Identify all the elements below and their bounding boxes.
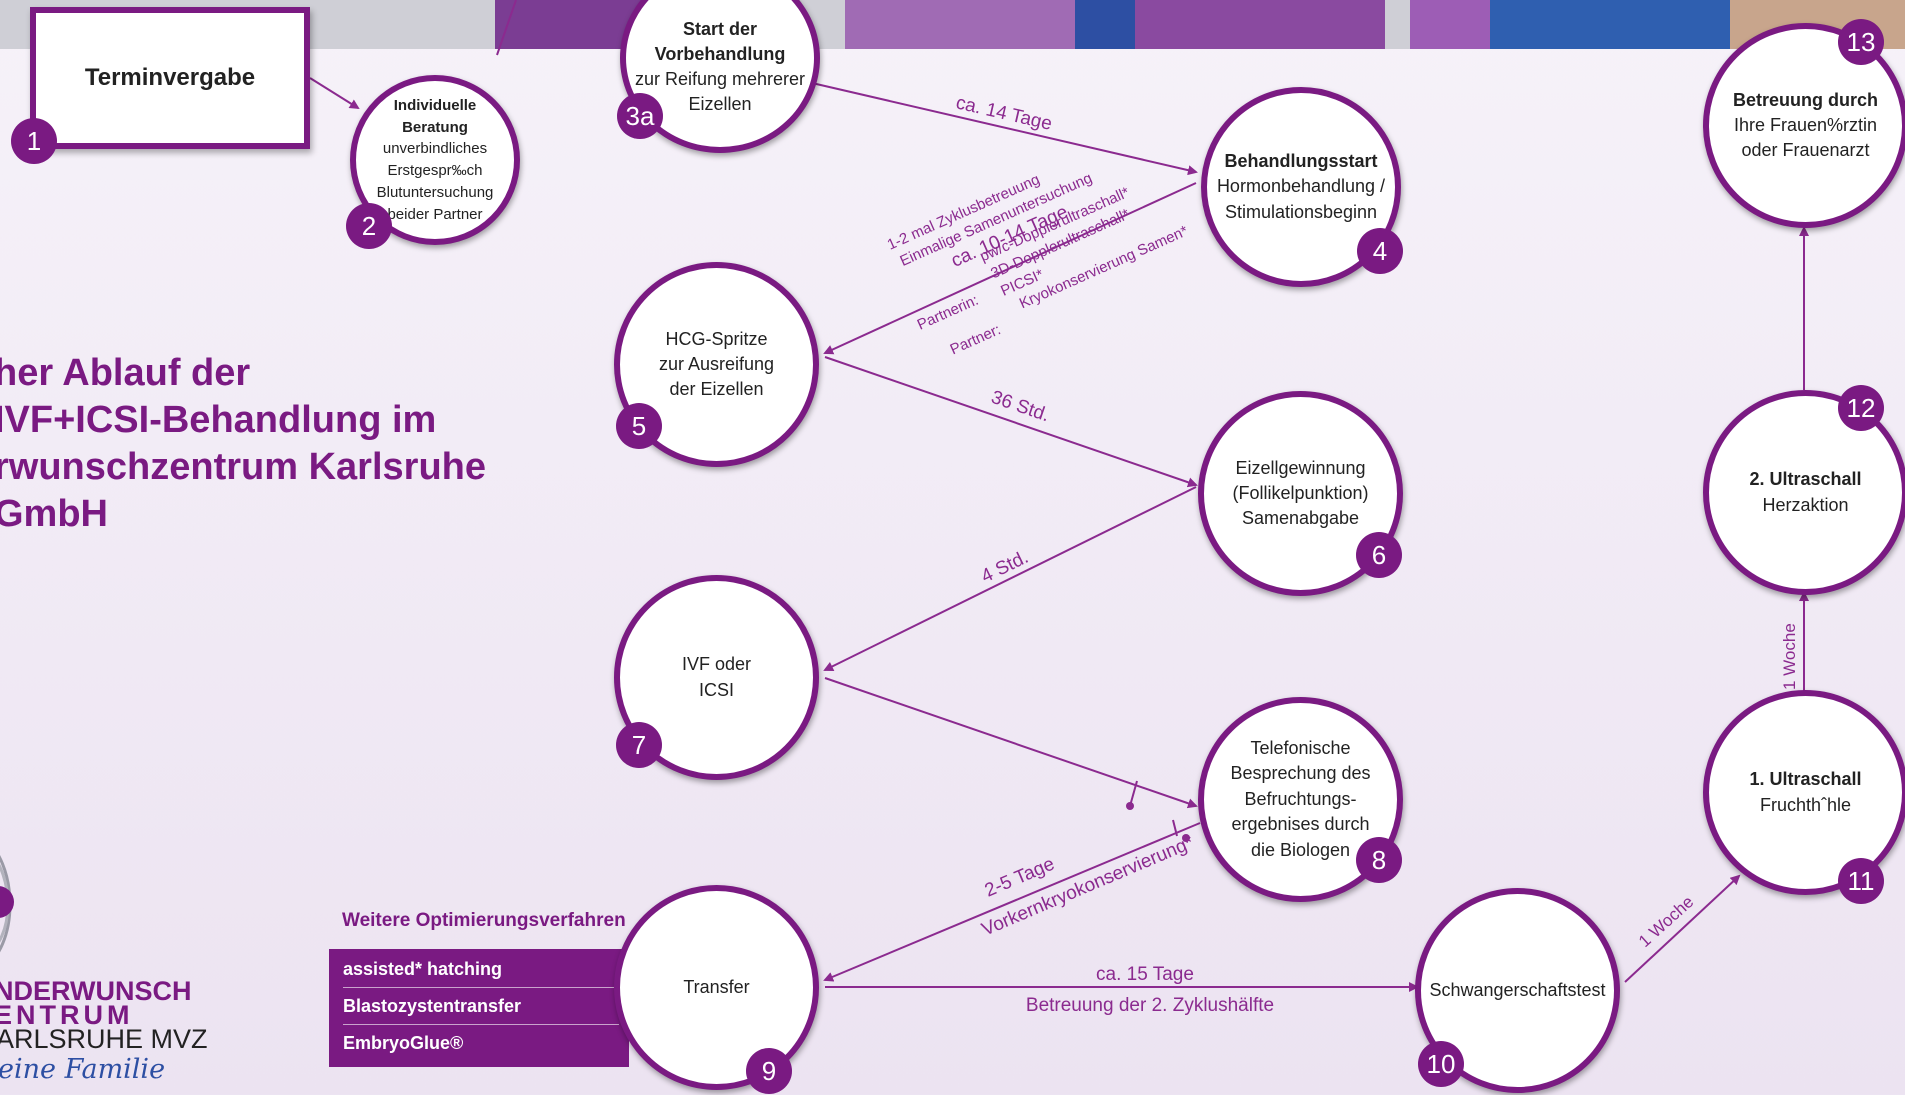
- step-number-badge: 9: [746, 1048, 792, 1094]
- optimization-item: assisted* hatching: [343, 959, 503, 979]
- photo-segment: [845, 0, 1075, 49]
- photo-segment: [1075, 0, 1135, 49]
- photo-segment: [1410, 0, 1490, 49]
- tick-mark: [1129, 780, 1138, 807]
- edge-label: 1 Woche: [1780, 623, 1799, 690]
- logo-text: ENTRUM: [0, 1000, 134, 1030]
- edge-label: 1 Woche: [1635, 892, 1697, 951]
- step-number-badge: 7: [616, 722, 662, 768]
- step-8-besprechung: Telefonische Besprechung des Befruchtung…: [1198, 697, 1403, 902]
- tick-mark: [1172, 819, 1178, 837]
- logo-mark-icon: [0, 855, 14, 952]
- divider: [343, 987, 619, 988]
- optimization-item: Blastozystentransfer: [343, 996, 522, 1016]
- step-2-beratung: Individuelle Beratung unverbindliches Er…: [350, 75, 520, 245]
- edge-label: 36 Std.: [988, 387, 1052, 426]
- line-2-top: [496, 0, 517, 56]
- photo-segment: [1135, 0, 1385, 49]
- edge-label: Partner:: [948, 321, 1004, 358]
- step-4-behandlungsstart: Behandlungsstart Hormonbehandlung / Stim…: [1201, 87, 1401, 287]
- optimization-title: Weitere Optimierungsverfahren: [342, 910, 626, 931]
- arrow-10-11: [1624, 874, 1741, 983]
- divider: [343, 1024, 619, 1025]
- edge-label: Betreuung der 2. Zyklushälfte: [1026, 995, 1274, 1016]
- step-number-badge: 13: [1838, 19, 1884, 65]
- step-number-badge: 3a: [617, 93, 663, 139]
- logo-text: ARLSRUHE MVZ: [0, 1024, 208, 1054]
- step-7-ivf-icsi: IVF oder ICSI: [614, 575, 819, 780]
- tick-dot: [1126, 802, 1134, 810]
- arrow-3a-4: [811, 82, 1198, 176]
- step-number-badge: 4: [1357, 228, 1403, 274]
- arrow-6-7: [823, 486, 1197, 671]
- edge-label: Partnerin:: [915, 292, 981, 334]
- step-number-badge: 10: [1418, 1041, 1464, 1087]
- step-number-badge: 8: [1356, 837, 1402, 883]
- logo-text: NDERWUNSCH: [0, 976, 192, 1006]
- arrow-4-5: [823, 182, 1197, 355]
- arrow-8-9: [823, 822, 1201, 982]
- arrow-7-8: [824, 677, 1198, 809]
- arrow-5-6: [824, 356, 1198, 488]
- edge-label: ca. 15 Tage: [1096, 964, 1194, 985]
- photo-segment: [1490, 0, 1730, 49]
- step-number-badge: 1: [11, 118, 57, 164]
- step-number-badge: 12: [1838, 385, 1884, 431]
- logo-tagline: eine Familie: [0, 1054, 166, 1085]
- page-title: her Ablauf der IVF+ICSI-Behandlung im rw…: [0, 352, 486, 535]
- optimization-list: assisted* hatching Blastozystentransfer …: [329, 949, 629, 1067]
- step-label: Terminvergabe: [84, 64, 256, 91]
- edge-label: ca. 14 Tage: [954, 92, 1054, 134]
- step-number-badge: 2: [346, 203, 392, 249]
- arrow-1-2: [309, 77, 360, 110]
- tick-dot: [1182, 834, 1190, 842]
- step-number-badge: 5: [616, 403, 662, 449]
- step-number-badge: 6: [1356, 532, 1402, 578]
- step-number-badge: 11: [1838, 858, 1884, 904]
- step-1-terminvergabe: Terminvergabe: [30, 7, 310, 149]
- optimization-item: EmbryoGlue®: [343, 1033, 464, 1053]
